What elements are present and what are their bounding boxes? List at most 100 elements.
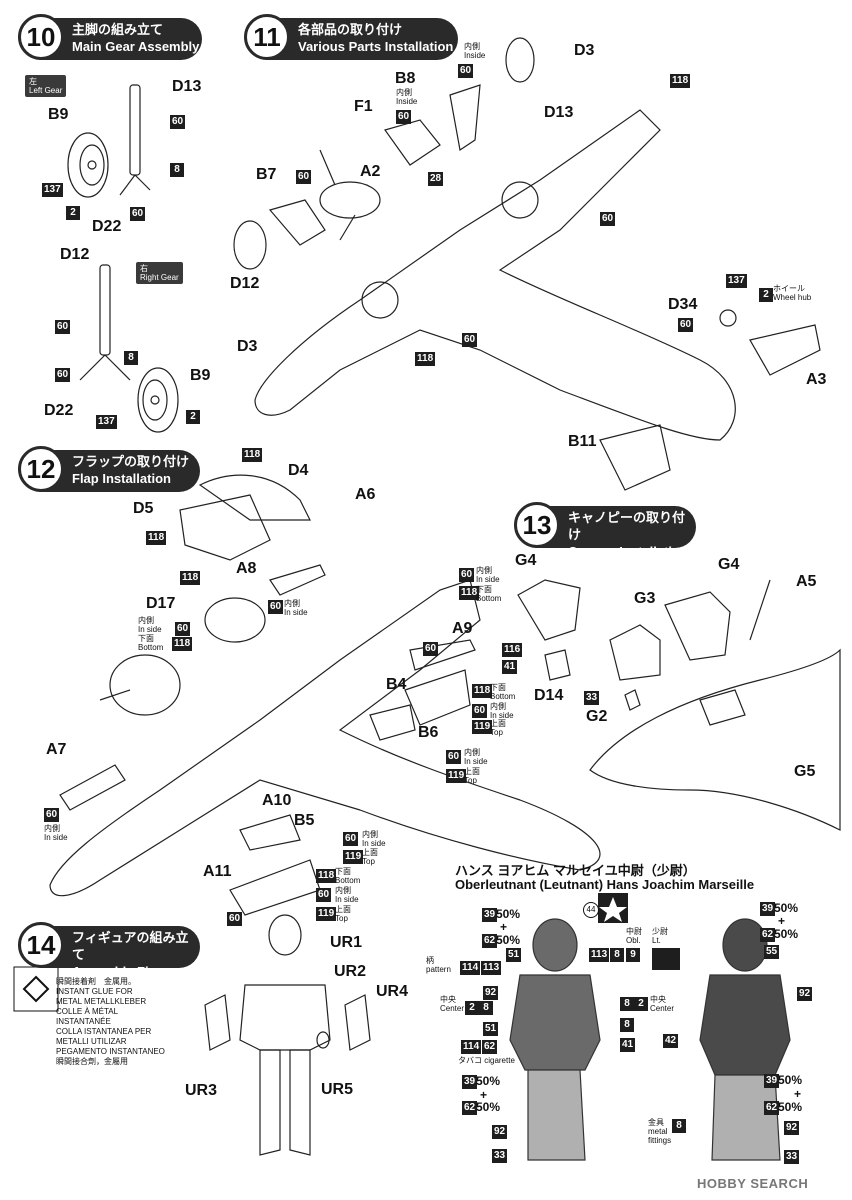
step-title-jp: フラップの取り付け: [72, 454, 190, 469]
step-title-en: Assembly Figure: [72, 964, 177, 979]
mix-percent: 50%: [778, 1100, 803, 1114]
part-label: A5: [796, 573, 817, 590]
mix-percent: 50%: [496, 907, 521, 921]
part-label: D22: [44, 402, 74, 419]
part-label: UR2: [334, 963, 367, 980]
step-number: 11: [244, 14, 290, 60]
inside-note: 内側 In side: [44, 824, 68, 842]
color-code: 8: [672, 1119, 686, 1133]
color-44-circle: 44: [583, 902, 599, 918]
part-label: D14: [534, 687, 564, 704]
color-code: 2: [759, 288, 773, 302]
color-code: 114: [461, 1040, 482, 1054]
color-code: 113: [589, 948, 610, 962]
color-code: 118: [316, 869, 337, 883]
part-label: D17: [146, 595, 176, 612]
mix-percent: 50%: [774, 927, 799, 941]
mix-percent: 50%: [778, 1073, 803, 1087]
part-label: A2: [360, 163, 381, 180]
color-code: 60: [462, 333, 478, 347]
color-code: 51: [506, 948, 522, 962]
part-label: D3: [574, 42, 595, 59]
color-code: 60: [343, 832, 359, 846]
color-code: 55: [764, 945, 780, 959]
color-code: 39: [462, 1075, 478, 1089]
pattern-note: 柄 pattern: [426, 956, 451, 974]
color-code: 8: [620, 1018, 634, 1032]
aircraft-flaps-drawing: [49, 474, 601, 916]
step-number: 12: [18, 446, 64, 492]
part-label: A11: [203, 863, 232, 880]
color-code: 8: [610, 948, 624, 962]
color-code: 119: [343, 850, 364, 864]
part-label: B11: [568, 433, 597, 450]
metal-fittings-note: 金具 metal fittings: [648, 1118, 672, 1145]
color-code: 2: [465, 1001, 479, 1015]
color-code: 92: [483, 986, 499, 1000]
color-code: 60: [55, 368, 71, 382]
color-code: 118: [172, 637, 193, 651]
color-code: 39: [482, 908, 498, 922]
color-code: 113: [481, 961, 502, 975]
top-note: 上面 Top: [362, 848, 378, 866]
part-label: D22: [92, 218, 122, 235]
color-code: 60: [678, 318, 694, 332]
color-code: 62: [482, 1040, 498, 1054]
inside-note: 内側 In side: [284, 599, 308, 617]
color-code: 62: [764, 1101, 780, 1115]
color-code: 41: [620, 1038, 636, 1052]
mix-plus: +: [794, 1087, 802, 1101]
color-code: 60: [175, 622, 191, 636]
color-code: 119: [472, 720, 493, 734]
step-title-jp: キャノピーの取り付け: [568, 510, 686, 542]
step-number: 10: [18, 14, 64, 60]
bottom-note: 下面 Bottom: [476, 585, 502, 603]
color-code: 60: [446, 750, 462, 764]
color-code: 2: [186, 410, 200, 424]
left-gear-tag: 左 Left Gear: [25, 75, 67, 97]
bottom-note: 下面 Bottom: [335, 867, 361, 885]
aircraft-underside-drawing: [233, 37, 821, 491]
color-code: 62: [760, 928, 776, 942]
color-code: 60: [396, 110, 412, 124]
color-code: 118: [242, 448, 263, 462]
step-number: 13: [514, 502, 560, 548]
top-note: 上面 Top: [490, 719, 506, 737]
mix-plus: +: [480, 1088, 488, 1102]
inside-note: 内側 Inside: [464, 42, 486, 60]
part-label: B9: [190, 367, 211, 384]
inside-note: 内側 In side: [490, 702, 514, 720]
inside-note: 内側 In side: [362, 830, 386, 848]
inside-note: 内側 In side: [464, 748, 488, 766]
color-code: 114: [460, 961, 481, 975]
color-code: 137: [96, 415, 117, 429]
mix-plus: +: [778, 914, 786, 928]
part-label: B5: [294, 812, 315, 829]
part-label: G4: [515, 552, 537, 569]
color-code: 118: [670, 74, 691, 88]
color-code: 8: [170, 163, 184, 177]
color-code: 51: [483, 1022, 499, 1036]
part-label: B7: [256, 166, 277, 183]
step-title-jp: フィギュアの組み立て: [72, 930, 189, 962]
color-code: 60: [55, 320, 71, 334]
watermark-text: HOBBY SEARCH: [697, 1176, 809, 1191]
part-label: B6: [418, 724, 439, 741]
color-code: 8: [124, 351, 138, 365]
cigarette-note: タバコ cigarette: [458, 1056, 515, 1065]
part-label: G2: [586, 708, 608, 725]
figure-title-en: Oberleutnant (Leutnant) Hans Joachim Mar…: [455, 877, 755, 892]
color-code: 2: [634, 997, 648, 1011]
color-code: 60: [472, 704, 488, 718]
part-label: UR3: [185, 1082, 218, 1099]
mix-percent: 50%: [476, 1100, 501, 1114]
step-number: 14: [18, 922, 64, 968]
color-code: 118: [146, 531, 167, 545]
color-code: 92: [797, 987, 813, 1001]
color-code: 42: [663, 1034, 679, 1048]
glue-instructions: 瞬間接着剤 金属用。 INSTANT GLUE FOR METAL METALL…: [56, 977, 165, 1066]
part-label: UR4: [376, 983, 409, 1000]
color-code: 41: [502, 660, 518, 674]
